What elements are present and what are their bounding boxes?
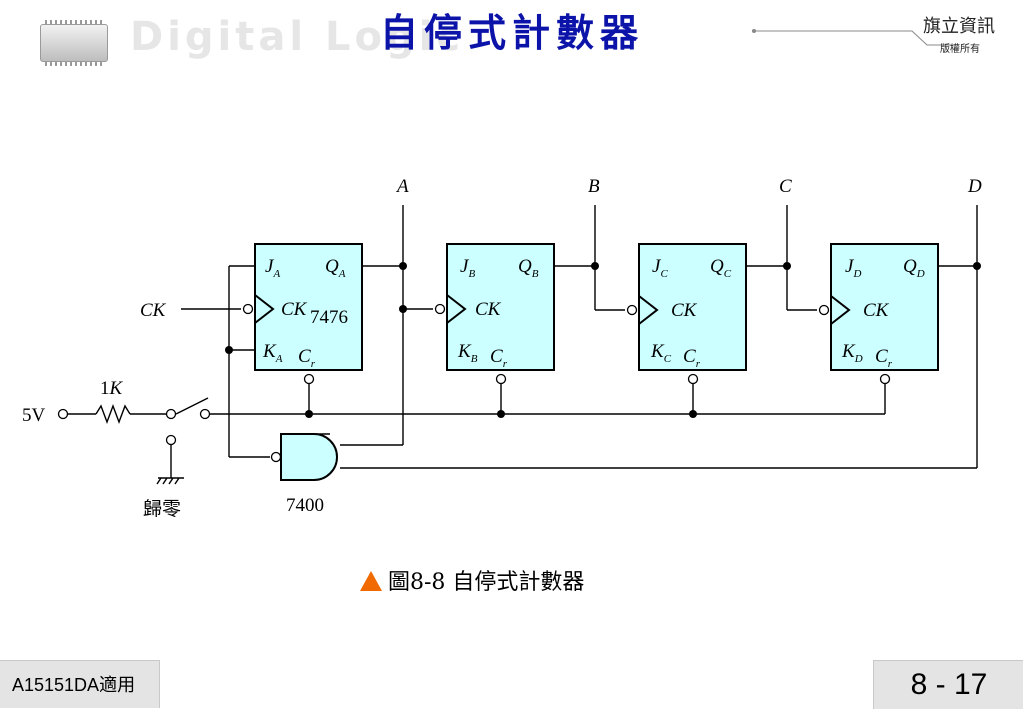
junction-dots — [225, 262, 981, 418]
self-stopping-counter-diagram: JA QA CK 7476 KA Cr JB QB CK KB Cr JC QC… — [22, 176, 982, 520]
triangle-marker-icon — [360, 571, 382, 591]
ff-a-k-label: K — [262, 341, 277, 362]
ff-c-cr-label: C — [683, 346, 696, 367]
copyright-note: 版權所有 — [940, 44, 980, 55]
ff-b-cr-label: C — [490, 346, 503, 367]
gate-part-label: 7400 — [286, 495, 324, 516]
ff-a-part-label: 7476 — [310, 307, 348, 328]
output-label-c: C — [779, 176, 792, 197]
svg-text:QB: QB — [518, 256, 539, 280]
output-label-d: D — [967, 176, 982, 197]
ff-c-ck-label: CK — [671, 300, 698, 321]
flipflop-a: JA QA CK 7476 KA Cr — [242, 243, 363, 385]
svg-text:JA: JA — [265, 256, 280, 280]
switch-terminal — [165, 408, 177, 420]
output-label-a: A — [395, 176, 409, 197]
svg-text:JB: JB — [460, 256, 475, 280]
header: Digital Logic 自停式計數器 旗立資訊 版權所有 — [0, 0, 1023, 70]
resistor-label: 1 — [100, 378, 110, 399]
ff-b-q-label: Q — [518, 256, 532, 277]
flipflop-b: JB QB CK KB Cr — [434, 243, 555, 385]
ff-c-j-label: J — [652, 256, 662, 277]
ff-d-q-label: Q — [903, 256, 917, 277]
figure-caption: 圖8-8 自停式計數器 — [360, 564, 584, 596]
svg-text:Cr: Cr — [875, 346, 893, 370]
publisher-name: 旗立資訊 — [923, 16, 995, 37]
decorative-line — [752, 29, 952, 46]
clock-input-label: CK — [140, 300, 167, 321]
supply-label: 5V — [22, 405, 46, 426]
svg-text:QA: QA — [325, 256, 346, 280]
ff-a-j-label: J — [265, 256, 275, 277]
svg-text:QD: QD — [903, 256, 925, 280]
nand-gate — [270, 433, 338, 481]
ff-a-ck-label: CK — [281, 299, 308, 320]
svg-text:Cr: Cr — [298, 346, 316, 370]
reset-label: 歸零 — [143, 498, 181, 520]
brand-watermark: Digital Logic — [130, 14, 465, 60]
svg-text:Cr: Cr — [490, 346, 508, 370]
reset-terminal — [165, 434, 177, 446]
ff-b-ck-label: CK — [475, 299, 502, 320]
svg-text:JD: JD — [845, 256, 861, 280]
switch-terminal — [199, 408, 211, 420]
figure-caption-text: 圖8-8 自停式計數器 — [388, 570, 585, 595]
ff-d-ck-label: CK — [863, 300, 890, 321]
ff-a-cr-label: C — [298, 346, 311, 367]
svg-text:KA: KA — [262, 341, 283, 365]
footer-course-code: A15151DA適用 — [0, 660, 160, 708]
ff-c-q-label: Q — [710, 256, 724, 277]
output-label-b: B — [588, 176, 600, 197]
svg-text:JC: JC — [652, 256, 668, 280]
page-number: 8 - 17 — [873, 660, 1023, 709]
svg-text:QC: QC — [710, 256, 732, 280]
svg-text:Cr: Cr — [683, 346, 701, 370]
svg-text:KB: KB — [457, 341, 478, 365]
ff-d-k-label: K — [841, 341, 856, 362]
ff-a-q-label: Q — [325, 256, 339, 277]
svg-text:1K: 1K — [100, 378, 124, 399]
ff-d-cr-label: C — [875, 346, 888, 367]
flipflop-d: JD QD CK KD Cr — [818, 243, 939, 385]
ff-b-j-label: J — [460, 256, 470, 277]
svg-text:KC: KC — [650, 341, 672, 365]
ff-d-j-label: J — [845, 256, 855, 277]
supply-terminal — [57, 408, 69, 420]
page-title: 自停式計數器 — [380, 11, 645, 55]
ff-b-k-label: K — [457, 341, 472, 362]
ff-c-k-label: K — [650, 341, 665, 362]
chip-icon — [40, 20, 108, 66]
flipflop-c: JC QC CK KC Cr — [626, 243, 747, 385]
svg-text:KD: KD — [841, 341, 863, 365]
